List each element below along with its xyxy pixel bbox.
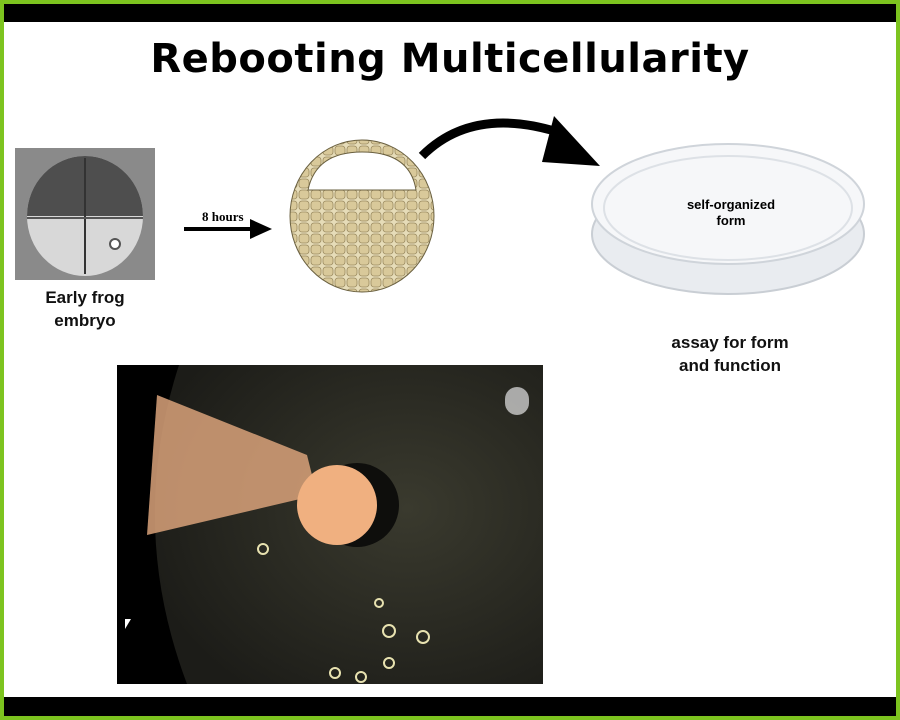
- petri-dish-image: [591, 143, 865, 295]
- embryo-caption: Early frog embryo: [15, 286, 155, 332]
- caption-line: assay for form: [671, 333, 789, 352]
- dish-label-line: self-organized: [686, 197, 776, 212]
- slide-title: Rebooting Multicellularity: [150, 36, 750, 82]
- blastula-image: [289, 139, 435, 293]
- dish-label: self-organized form: [676, 197, 786, 229]
- top-bar: [4, 4, 896, 22]
- dish-label-line: form: [716, 213, 746, 228]
- frog-embryo-image: [15, 148, 155, 280]
- curved-arrow-icon: [418, 116, 600, 166]
- slide: Rebooting Multicellularity Early frog em…: [4, 4, 896, 716]
- caption-line: Early frog: [45, 288, 125, 307]
- bottom-bar: [4, 697, 896, 716]
- right-arrow-icon: [184, 219, 272, 239]
- caption-line: and function: [679, 356, 781, 375]
- assay-caption: assay for form and function: [640, 331, 820, 377]
- cursor-icon: [125, 619, 131, 629]
- arrow-label: 8 hours: [202, 209, 244, 224]
- play-icon[interactable]: [505, 387, 529, 415]
- caption-line: embryo: [54, 311, 116, 330]
- embedded-video[interactable]: [117, 365, 543, 684]
